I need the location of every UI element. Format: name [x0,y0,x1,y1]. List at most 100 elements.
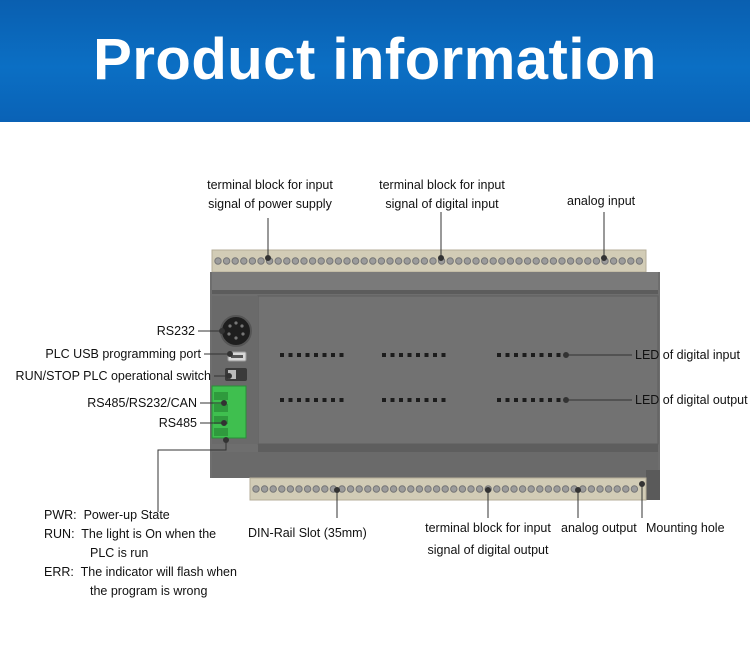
led-indicator [390,398,395,402]
terminal-screw [506,257,515,265]
label-analog-output: analog output [561,521,637,535]
legend-text: The light is On when the [81,527,217,541]
terminal-screw [561,485,570,493]
terminal-screw [458,485,467,493]
led-indicator [382,353,386,357]
terminal-screw [627,257,635,265]
terminal-screw [317,257,325,265]
led-indicator [531,353,535,357]
terminal-screw [355,485,363,493]
terminal-screw [308,257,317,265]
terminal-screw [635,257,644,265]
label-led-output: LED of digital output [635,393,748,407]
terminal-screw [630,485,639,493]
led-indicator [505,353,510,357]
led-indicator [407,398,412,402]
terminal-screw [278,485,286,493]
terminal-screw [450,485,458,493]
led-indicator [314,353,318,357]
terminal-screw [394,257,403,265]
label-line: signal of digital input [385,197,499,211]
led-indicator [407,353,412,357]
terminal-screw [415,485,424,493]
led-indicator [288,398,293,402]
terminal-screw [584,257,592,265]
terminal-screw [214,257,222,265]
terminal-screw [369,257,377,265]
led-indicator [339,353,344,357]
led-indicator [331,398,335,402]
led-indicator [288,353,293,357]
terminal-screw [604,485,613,493]
terminal-screw [274,257,282,265]
terminal-screw [566,257,575,265]
led-indicator [390,353,395,357]
led-indicator [433,398,437,402]
label-line: signal of digital output [427,543,549,557]
label-rs485: RS485 [158,416,197,430]
led-indicator [280,353,284,357]
green-terminal-block [211,385,247,439]
led-indicator [322,353,327,357]
terminal-screw [553,485,561,493]
label-line: terminal block for input [379,178,505,192]
label-led-input: LED of digital input [635,348,740,362]
label-mounting-hole: Mounting hole [646,521,725,535]
terminal-screw [424,485,432,493]
terminal-screw [609,257,618,265]
terminal-screw [412,257,420,265]
terminal-screw [334,257,343,265]
terminal-screw [501,485,510,493]
led-indicator [441,398,446,402]
legend-text: the program is wrong [90,584,208,598]
terminal-screw [493,485,501,493]
terminal-screw [360,257,368,265]
terminal-screw [321,485,329,493]
leader-lines [157,212,645,518]
terminal-screw [455,257,463,265]
terminal-screw [257,257,265,265]
terminal-screw [407,485,415,493]
header-banner: Product information [0,0,750,122]
label-line: terminal block for input [207,178,333,192]
terminal-screw [472,257,480,265]
led-indicator [433,353,437,357]
led-rows [280,353,561,402]
terminal-screw [248,257,257,265]
terminal-screw [575,257,583,265]
led-indicator [297,398,301,402]
legend-key: ERR: [44,565,74,579]
legend-text: Power-up State [83,508,170,522]
terminal-screw [527,485,535,493]
page-title: Product information [93,27,657,92]
terminal-screw [532,257,540,265]
terminal-screw [518,485,527,493]
led-indicator [539,398,544,402]
legend-key: PWR: [44,508,77,522]
legend-text: The indicator will flash when [80,565,237,579]
terminal-screw [283,257,291,265]
terminal-screw [343,257,351,265]
terminal-screw [622,485,630,493]
terminal-screw [351,257,360,265]
terminal-screw [291,257,300,265]
led-indicator [297,353,301,357]
terminal-screw [429,257,437,265]
led-indicator [497,353,501,357]
led-indicator [522,353,527,357]
label-din-rail: DIN-Rail Slot (35mm) [248,526,367,540]
rs232-port [220,315,252,347]
terminal-screw [252,485,260,493]
legend-err: ERR: The indicator will flash when [44,563,237,582]
led-indicator [382,398,386,402]
terminal-screw [326,257,334,265]
terminal-screw [295,485,303,493]
legend-key: RUN: [44,527,75,541]
status-legend: PWR: Power-up State RUN: The light is On… [44,506,237,601]
terminal-screw [398,485,406,493]
label-usb-port: PLC USB programming port [45,347,201,361]
terminal-screw [475,485,484,493]
top-terminal-strip [211,249,647,273]
terminal-screw [489,257,497,265]
